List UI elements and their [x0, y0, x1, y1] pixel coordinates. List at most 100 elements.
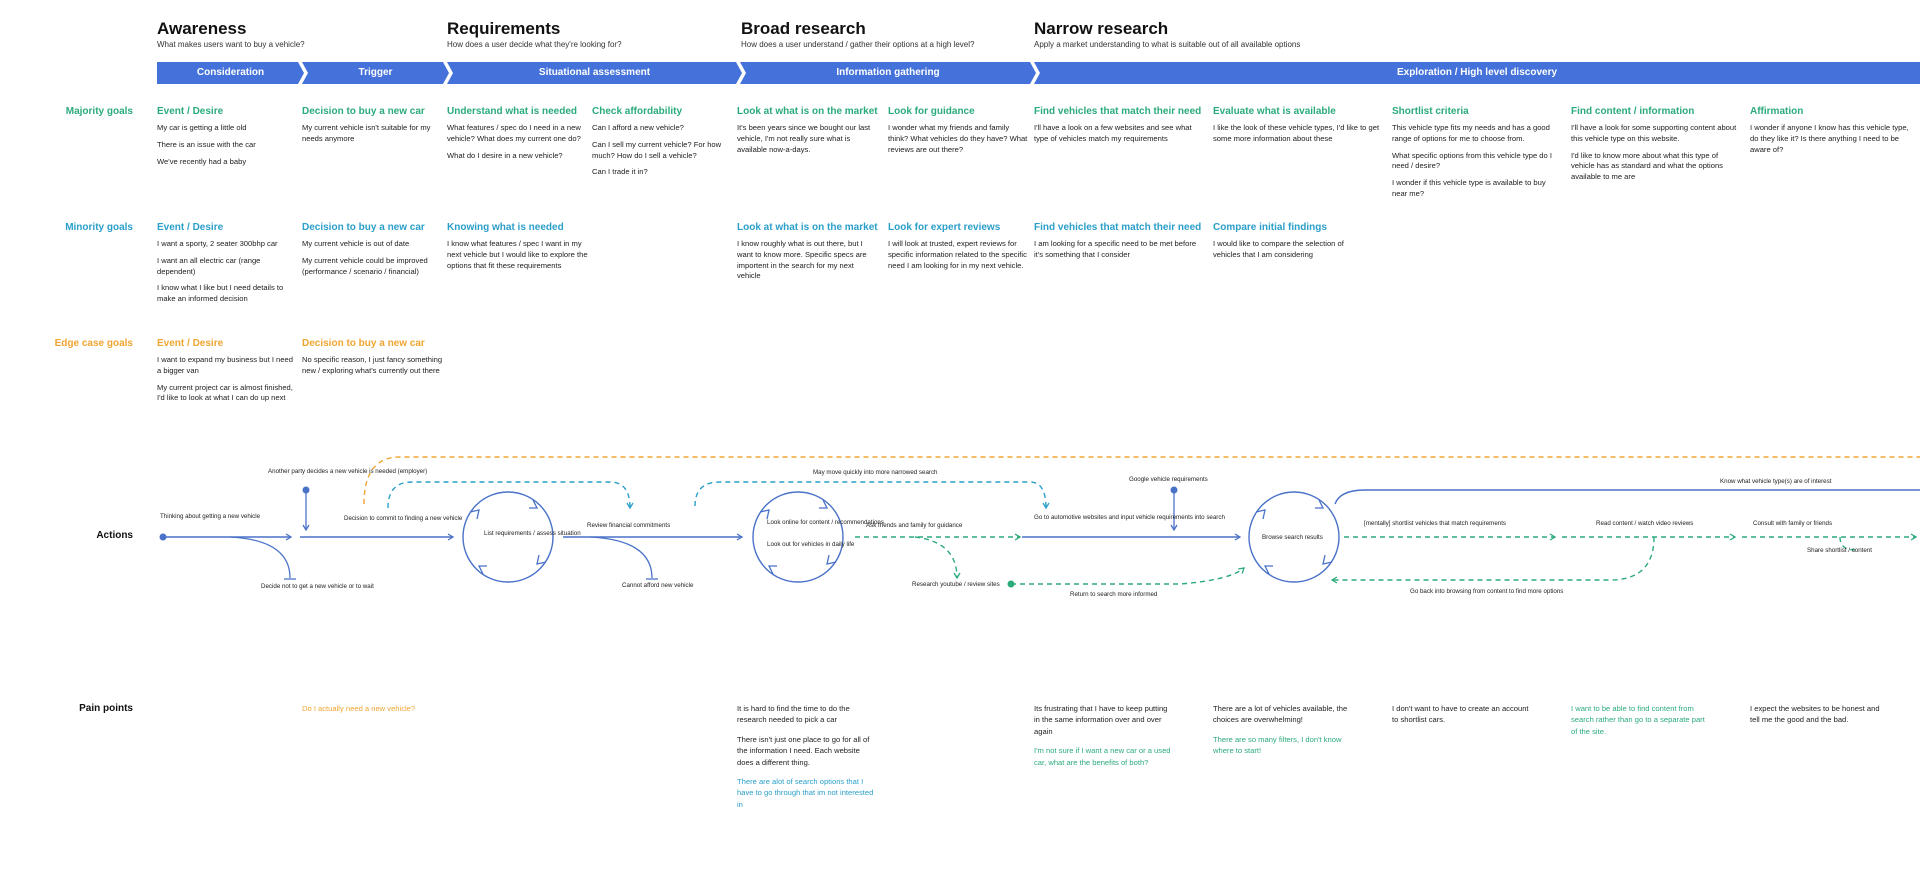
row-label-minority-goals: Minority goals [65, 222, 133, 233]
goal-item: No specific reason, I just fancy somethi… [302, 355, 443, 375]
pain-point-item: I want to be able to find content from s… [1571, 704, 1705, 736]
pain-point-find-content: I want to be able to find content from s… [1571, 703, 1711, 745]
pain-point-shortlist: I don't want to have to create an accoun… [1392, 703, 1532, 734]
majority-goal-affordability: Check affordability Can I afford a new v… [592, 106, 734, 184]
minority-goal-expert-reviews: Look for expert reviews I will look at t… [888, 222, 1030, 277]
minority-goal-decision: Decision to buy a new car My current veh… [302, 222, 444, 283]
minority-goal-knowing: Knowing what is needed I know what featu… [447, 222, 589, 277]
pain-point-item: I'm not sure if I want a new car or a us… [1034, 746, 1171, 767]
label-look-online: Look online for content / recommendation… [767, 519, 884, 526]
stage-subtitle-requirements: How does a user decide what they're look… [447, 40, 622, 49]
phase-band [157, 62, 1920, 84]
quick-narrow-path-1 [387, 481, 634, 510]
goal-item: Can I afford a new vehicle? [592, 123, 684, 132]
label-consult: Consult with family or friends [1753, 520, 1832, 527]
pain-point-item: Its frustrating that I have to keep putt… [1034, 704, 1168, 736]
majority-goal-evaluate: Evaluate what is available I like the lo… [1213, 106, 1381, 151]
label-know-type: Know what vehicle type(s) are of interes… [1720, 478, 1832, 485]
actions-flow-diagram: Thinking about getting a new vehicle Ano… [159, 456, 1920, 598]
phase-information-gathering: Information gathering [836, 67, 940, 78]
decide-not-branch [229, 536, 291, 579]
pain-point-item: There are a lot of vehicles available, t… [1213, 704, 1348, 725]
edge-case-path [363, 456, 1920, 505]
label-decide-not: Decide not to get a new vehicle or to wa… [261, 583, 374, 590]
minority-goal-event-desire: Event / Desire I want a sporty, 2 seater… [157, 222, 299, 311]
minority-goal-compare: Compare initial findings I would like to… [1213, 222, 1373, 267]
goal-item: I like the look of these vehicle types, … [1213, 123, 1380, 143]
goal-title: Check affordability [592, 106, 683, 117]
label-browse-results: Browse search results [1262, 534, 1323, 541]
goal-item: I'd like to know more about what this ty… [1571, 150, 1723, 182]
goal-title: Look at what is on the market [737, 106, 878, 117]
label-research-youtube: Research youtube / review sites [912, 581, 1000, 588]
label-may-move: May move quickly into more narrowed sear… [813, 469, 938, 476]
goal-title: Decision to buy a new car [302, 106, 425, 117]
goal-item: My current project car is almost finishe… [157, 382, 293, 403]
goal-title: Look for guidance [888, 106, 975, 117]
look-online-loop [752, 491, 844, 583]
quick-narrow-path-2 [694, 481, 1050, 510]
phase-situational-assessment: Situational assessment [538, 67, 651, 78]
pain-point-item: It is hard to find the time to do the re… [737, 704, 850, 725]
goal-item: I'll have a look for some supporting con… [1571, 123, 1737, 143]
edge-goal-decision: Decision to buy a new car No specific re… [302, 338, 444, 383]
pain-point-awareness: Do I actually need a new vehicle? [302, 703, 442, 722]
goal-item: I want a sporty, 2 seater 300bhp car [157, 239, 278, 248]
goal-item: I want to expand my business but I need … [157, 355, 293, 375]
goal-item: This vehicle type fits my needs and has … [1392, 123, 1550, 143]
label-cannot-afford: Cannot afford new vehicle [622, 582, 694, 589]
label-shortlist: [mentally] shortlist vehicles that match… [1364, 520, 1506, 527]
pain-point-item: There isn't just one place to go for all… [737, 734, 870, 767]
goal-title: Event / Desire [157, 338, 224, 349]
goal-title: Knowing what is needed [447, 222, 564, 233]
goal-title: Shortlist criteria [1392, 106, 1469, 117]
label-google-requirements: Google vehicle requirements [1129, 476, 1208, 483]
goal-item: I wonder what my friends and family thin… [888, 123, 1028, 154]
goal-item: What features / spec do I need in a new … [447, 123, 581, 143]
goal-item: It's been years since we bought our last… [737, 123, 871, 154]
goal-title: Look at what is on the market [737, 222, 878, 233]
label-thinking-1: Thinking about getting a new vehicle [160, 513, 261, 520]
majority-goal-market: Look at what is on the market It's been … [737, 106, 879, 161]
row-label-majority-goals: Majority goals [65, 106, 133, 117]
label-go-to-automotive: Go to automotive websites and input vehi… [1034, 514, 1225, 521]
goal-item: My current vehicle could be improved (pe… [302, 255, 428, 276]
goal-item: I wonder if anyone I know has this vehic… [1750, 123, 1909, 154]
majority-goal-find-vehicles: Find vehicles that match their need I'll… [1034, 106, 1204, 151]
goal-title: Find vehicles that match their need [1034, 106, 1202, 117]
phase-consideration: Consideration [196, 67, 265, 78]
stage-subtitle-awareness: What makes users want to buy a vehicle? [157, 40, 305, 49]
stage-title-requirements: Requirements [447, 19, 561, 38]
label-decision-commit: Decision to commit to finding a new vehi… [344, 515, 463, 522]
phase-trigger: Trigger [358, 67, 393, 78]
cannot-afford-branch [589, 536, 653, 579]
pain-point-evaluate: There are a lot of vehicles available, t… [1213, 703, 1353, 765]
majority-goal-understand: Understand what is needed What features … [447, 106, 589, 167]
goal-title: Affirmation [1750, 106, 1804, 117]
pain-point-affirmation: I expect the websites to be honest and t… [1750, 703, 1890, 734]
goal-item: Can I sell my current vehicle? For how m… [592, 139, 722, 160]
goal-title: Find content / information [1571, 106, 1695, 117]
label-review-financial: Review financial commitments [587, 522, 670, 529]
goal-title: Look for expert reviews [888, 222, 1001, 233]
stage-subtitle-narrow-research: Apply a market understanding to what is … [1034, 40, 1301, 49]
stage-title-awareness: Awareness [157, 19, 247, 38]
goal-title: Evaluate what is available [1213, 106, 1336, 117]
goal-item: I will look at trusted, expert reviews f… [888, 239, 1027, 270]
phase-exploration: Exploration / High level discovery [1396, 67, 1558, 78]
row-label-pain-points: Pain points [79, 703, 133, 714]
goal-item: Can I trade it in? [592, 167, 648, 177]
goal-title: Find vehicles that match their need [1034, 222, 1202, 233]
label-look-out: Look out for vehicles in daily life [767, 541, 855, 548]
goal-item: My current vehicle is out of date [302, 239, 410, 248]
list-requirements-loop [462, 491, 554, 583]
majority-goal-decision: Decision to buy a new car My current veh… [302, 106, 444, 151]
goal-item: I would like to compare the selection of… [1213, 239, 1344, 259]
label-list-requirements: List requirements / assess situation [484, 530, 581, 537]
browse-results-loop [1248, 491, 1340, 583]
majority-goal-find-content: Find content / information I'll have a l… [1571, 106, 1741, 189]
minority-goal-find-vehicles: Find vehicles that match their need I am… [1034, 222, 1204, 267]
pain-point-find-vehicles: Its frustrating that I have to keep putt… [1034, 703, 1174, 776]
minority-goal-market: Look at what is on the market I know rou… [737, 222, 879, 288]
goal-title: Decision to buy a new car [302, 338, 425, 349]
